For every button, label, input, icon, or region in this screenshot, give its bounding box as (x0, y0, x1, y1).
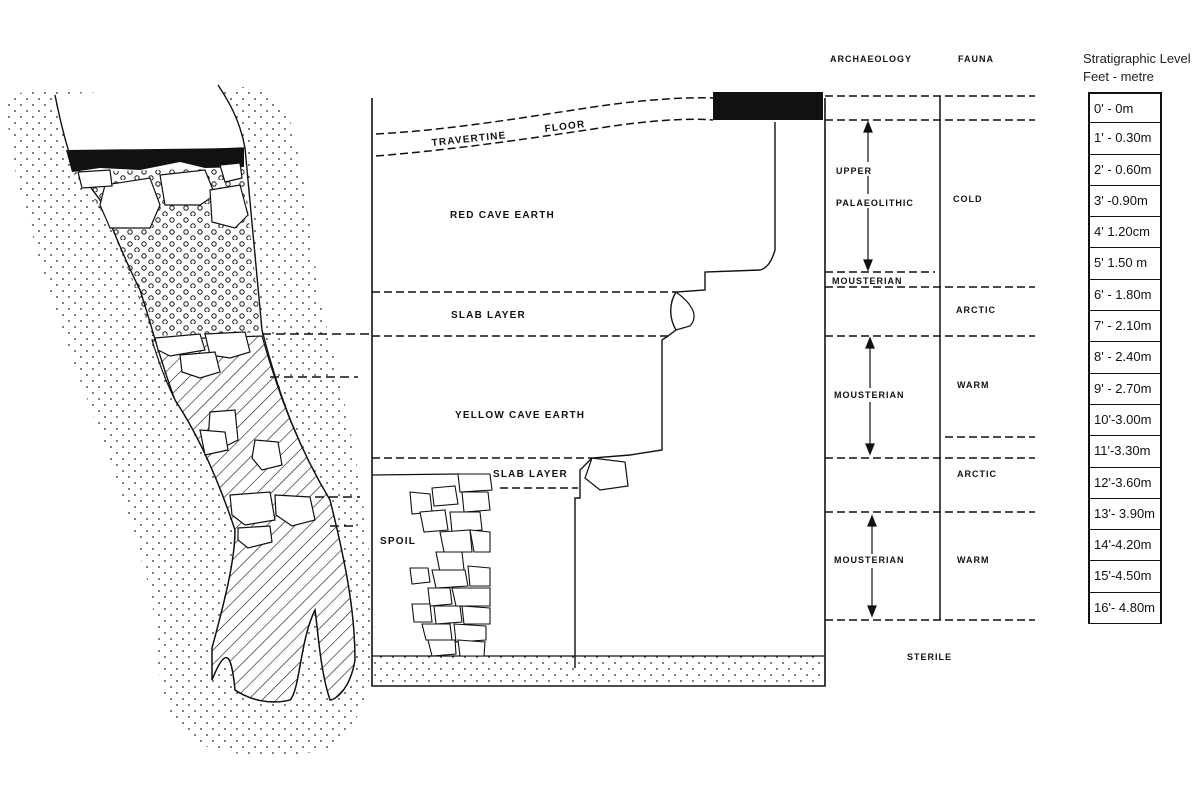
label-slab-layer-upper: SLAB LAYER (451, 310, 526, 321)
fauna-warm-1: WARM (957, 380, 990, 390)
interpretation-columns: ARCHAEOLOGY FAUNA UPPER PALAEOLITHIC MOU… (830, 54, 997, 662)
scale-level: 4' 1.20cm (1090, 217, 1162, 249)
archaeology-mousterian-2: MOUSTERIAN (834, 390, 905, 400)
scale-title: Stratigraphic Level Feet - metre (1083, 50, 1191, 86)
archaeology-mousterian-1: MOUSTERIAN (832, 276, 903, 286)
label-floor: FLOOR (544, 119, 586, 135)
profile-connectors (262, 333, 372, 527)
scale-level: 7' - 2.10m (1090, 311, 1162, 343)
label-travertine: TRAVERTINE (431, 130, 507, 149)
scale-level: 6' - 1.80m (1090, 279, 1162, 312)
header-archaeology: ARCHAEOLOGY (830, 54, 912, 64)
header-fauna: FAUNA (958, 54, 994, 64)
section-frame (371, 98, 826, 687)
scale-level: 1' - 0.30m (1090, 123, 1162, 155)
strata-lines (372, 95, 1035, 621)
fauna-sterile: STERILE (907, 652, 952, 662)
profile-blocks (77, 162, 316, 549)
fauna-arctic-1: ARCTIC (956, 305, 996, 315)
label-red-cave-earth: RED CAVE EARTH (450, 210, 555, 221)
scale-title-line2: Feet - metre (1083, 69, 1154, 84)
label-yellow-cave-earth: YELLOW CAVE EARTH (455, 410, 585, 421)
profile-section (7, 84, 375, 756)
scale-level: 3' -0.90m (1090, 185, 1162, 218)
scale-level: 0' - 0m (1090, 92, 1162, 124)
archaeology-palaeolithic: PALAEOLITHIC (836, 198, 914, 208)
bottom-sterile-band (373, 656, 824, 685)
scale-level: 8' - 2.40m (1090, 342, 1162, 374)
archaeology-mousterian-3: MOUSTERIAN (834, 555, 905, 565)
fauna-arctic-2: ARCTIC (957, 469, 997, 479)
fauna-warm-2: WARM (957, 555, 990, 565)
scale-level: 12'-3.60m (1090, 467, 1162, 499)
profile-line (574, 122, 776, 668)
scale-level: 5' 1.50 m (1090, 248, 1162, 280)
scale-level: 13'- 3.90m (1090, 498, 1162, 531)
scale-level: 9' - 2.70m (1090, 373, 1162, 405)
scale-level: 11'-3.30m (1090, 436, 1162, 468)
top-dark-layer (66, 148, 244, 172)
label-spoil: SPOIL (380, 536, 416, 547)
scale-level: 16'- 4.80m (1090, 592, 1162, 625)
archaeology-upper: UPPER (836, 166, 872, 176)
scale-title-line1: Stratigraphic Level (1083, 51, 1191, 66)
main-section: TRAVERTINE FLOOR RED CAVE EARTH SLAB LAY… (371, 92, 1035, 687)
label-slab-layer-lower: SLAB LAYER (493, 469, 568, 480)
top-black-block (713, 92, 823, 120)
fauna-cold: COLD (953, 194, 983, 204)
scale-level: 10'-3.00m (1090, 404, 1162, 437)
scale-level: 15'-4.50m (1090, 561, 1162, 593)
scale-level: 14'-4.20m (1090, 530, 1162, 562)
spoil-column (409, 473, 493, 657)
stratigraphic-scale: 0' - 0m 1' - 0.30m 2' - 0.60m 3' -0.90m … (1088, 92, 1162, 625)
scale-level: 2' - 0.60m (1090, 154, 1162, 186)
